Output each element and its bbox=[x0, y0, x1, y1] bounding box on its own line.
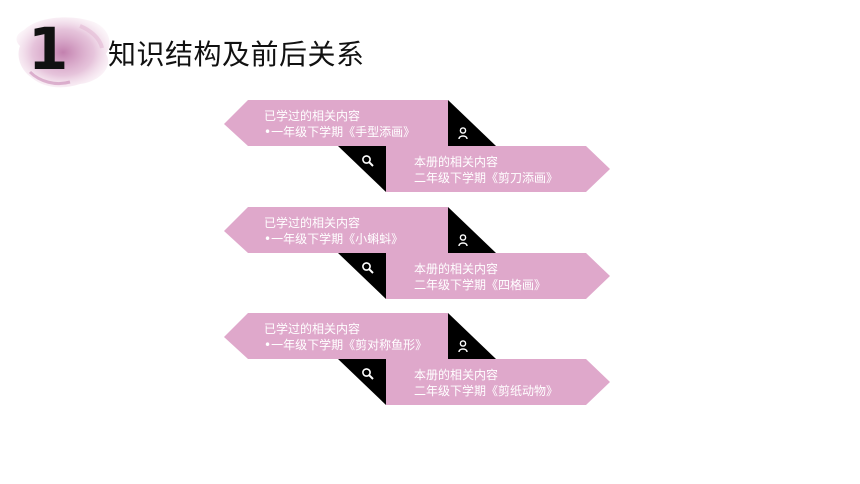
previous-content-block: 已学过的相关内容 •一年级下学期《小蝌蚪》 bbox=[264, 215, 403, 247]
ribbon-shapes bbox=[224, 100, 610, 192]
relation-row-2: 已学过的相关内容 •一年级下学期《小蝌蚪》 本册的相关内容 二年级下学期《四格画… bbox=[224, 207, 610, 299]
fold-triangle-upper bbox=[448, 207, 496, 253]
page-title: 知识结构及前后关系 bbox=[108, 38, 365, 71]
ribbon-shapes bbox=[224, 313, 610, 405]
previous-content-item: •一年级下学期《剪对称鱼形》 bbox=[264, 338, 428, 352]
left-ribbon bbox=[224, 313, 448, 359]
slide-header: 1 知识结构及前后关系 bbox=[10, 12, 430, 92]
previous-content-block: 已学过的相关内容 •一年级下学期《手型添画》 bbox=[264, 108, 415, 140]
left-ribbon bbox=[224, 100, 448, 146]
person-icon bbox=[458, 234, 468, 247]
previous-content-title: 已学过的相关内容 bbox=[264, 322, 361, 336]
right-ribbon bbox=[386, 359, 610, 405]
previous-content-block: 已学过的相关内容 •一年级下学期《剪对称鱼形》 bbox=[264, 321, 427, 353]
search-icon bbox=[362, 368, 374, 380]
person-icon bbox=[458, 127, 468, 140]
search-icon bbox=[362, 262, 374, 274]
fold-triangle-lower bbox=[338, 359, 386, 405]
relation-row-3: 已学过的相关内容 •一年级下学期《剪对称鱼形》 本册的相关内容 二年级下学期《剪… bbox=[224, 313, 610, 405]
search-icon bbox=[362, 155, 374, 167]
current-content-title: 本册的相关内容 bbox=[414, 155, 499, 169]
current-content-item: 二年级下学期《四格画》 bbox=[414, 278, 547, 292]
right-ribbon bbox=[386, 146, 610, 192]
fold-triangle-lower bbox=[338, 146, 386, 192]
watercolor-splash bbox=[16, 17, 110, 88]
relation-row-1: 已学过的相关内容 •一年级下学期《手型添画》 本册的相关内容 二年级下学期《剪刀… bbox=[224, 100, 610, 192]
previous-content-item: •一年级下学期《手型添画》 bbox=[264, 125, 416, 139]
current-content-item: 二年级下学期《剪刀添画》 bbox=[414, 171, 559, 185]
current-content-block: 本册的相关内容 二年级下学期《四格画》 bbox=[414, 261, 546, 293]
previous-content-item: •一年级下学期《小蝌蚪》 bbox=[264, 232, 404, 246]
current-content-title: 本册的相关内容 bbox=[414, 262, 499, 276]
fold-triangle-lower bbox=[338, 253, 386, 299]
previous-content-title: 已学过的相关内容 bbox=[264, 216, 361, 230]
fold-triangle-upper bbox=[448, 313, 496, 359]
previous-content-title: 已学过的相关内容 bbox=[264, 109, 361, 123]
section-number: 1 bbox=[28, 15, 69, 83]
current-content-block: 本册的相关内容 二年级下学期《剪刀添画》 bbox=[414, 154, 558, 186]
person-icon bbox=[458, 340, 468, 353]
current-content-block: 本册的相关内容 二年级下学期《剪纸动物》 bbox=[414, 367, 558, 399]
fold-triangle-upper bbox=[448, 100, 496, 146]
ribbon-shapes bbox=[224, 207, 610, 299]
right-ribbon bbox=[386, 253, 610, 299]
current-content-title: 本册的相关内容 bbox=[414, 368, 499, 382]
current-content-item: 二年级下学期《剪纸动物》 bbox=[414, 384, 559, 398]
left-ribbon bbox=[224, 207, 448, 253]
